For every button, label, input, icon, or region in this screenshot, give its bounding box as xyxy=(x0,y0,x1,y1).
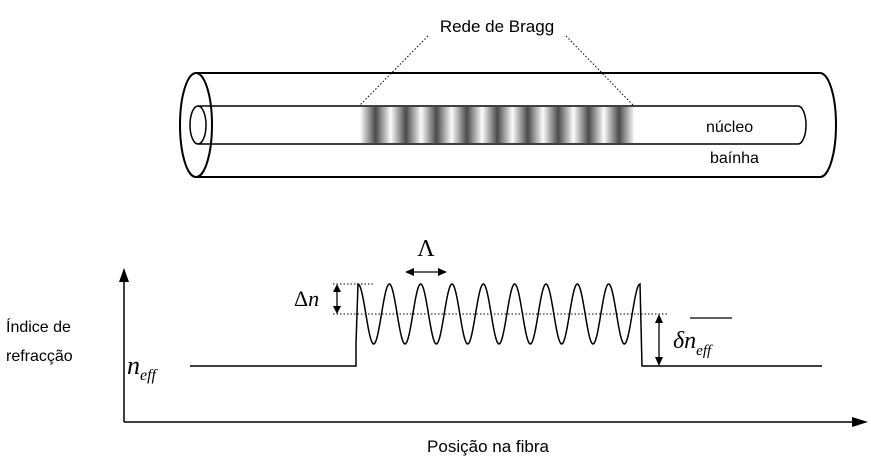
index-profile: Δn Λ δneff neff Índice de refracção Posi… xyxy=(6,236,868,456)
grating-fringes xyxy=(360,107,635,143)
core-label: núcleo xyxy=(706,119,753,136)
grating-fringe xyxy=(512,107,544,143)
grating-fringe xyxy=(481,107,513,143)
grating-fringe xyxy=(420,107,452,143)
fiber-core xyxy=(198,105,807,145)
y-axis-arrow xyxy=(119,268,129,282)
mean-change-symbol: δneff xyxy=(673,328,713,359)
grating-fringe xyxy=(390,107,422,143)
period-symbol: Λ xyxy=(417,236,435,262)
grating-leader-right xyxy=(565,35,634,106)
y-axis-label-line1: Índice de xyxy=(6,317,71,336)
index-profile-curve xyxy=(190,282,822,367)
y-axis-label-line2: refracção xyxy=(6,348,73,365)
fiber-cladding xyxy=(196,72,837,178)
period-arrow xyxy=(405,268,447,276)
grating-fringe xyxy=(451,107,483,143)
fiber-core-end xyxy=(189,105,207,145)
baseline-symbol: neff xyxy=(127,351,159,384)
grating-leader-left xyxy=(359,35,429,106)
x-axis-arrow xyxy=(852,417,868,427)
x-axis-label: Posição na fibra xyxy=(427,437,549,456)
amplitude-symbol: Δn xyxy=(294,286,319,311)
grating-fringe xyxy=(542,107,574,143)
grating-label: Rede de Bragg xyxy=(440,17,554,36)
fiber-illustration: Rede de Bragg núcleo baínha xyxy=(179,17,837,178)
grating-fringe xyxy=(603,107,635,143)
amplitude-arrow xyxy=(333,284,341,314)
mean-change-arrow xyxy=(655,314,663,366)
grating-fringe xyxy=(360,107,392,143)
fiber-end-face xyxy=(179,72,213,178)
grating-fringe xyxy=(573,107,605,143)
cladding-label: baínha xyxy=(710,150,759,167)
